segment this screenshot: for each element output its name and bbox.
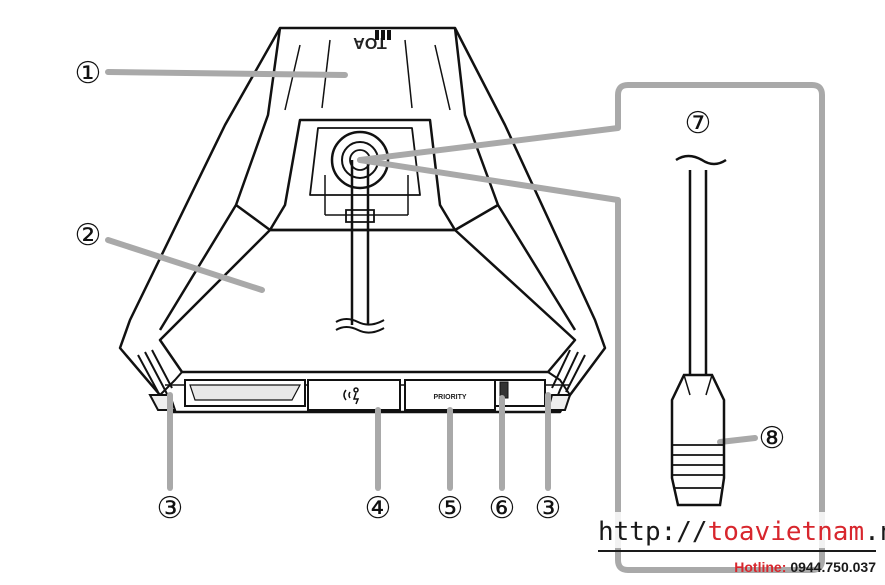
gooseneck-stem xyxy=(335,160,385,334)
zoom-frame xyxy=(615,82,825,573)
watermark: http://toavietnam.net Hotline:0944.750.0… xyxy=(596,512,885,575)
callout-8: ⑧ xyxy=(759,421,786,456)
svg-text:http://toavietnam.net: http://toavietnam.net xyxy=(598,517,885,547)
leader-lines xyxy=(105,69,758,491)
hotline-number: 0944.750.037 xyxy=(790,559,876,575)
svg-text:Hotline:0944.750.037: Hotline:0944.750.037 xyxy=(734,559,876,575)
callout-5: ⑤ xyxy=(437,491,464,526)
watermark-url-main: toavietnam xyxy=(708,517,865,547)
callout-7: ⑦ xyxy=(685,106,712,141)
callout-4: ④ xyxy=(365,491,392,526)
watermark-url-suffix: .net xyxy=(864,517,885,547)
callout-3-left: ③ xyxy=(157,491,184,526)
hotline-label: Hotline: xyxy=(734,559,786,575)
callout-3-right: ③ xyxy=(535,491,562,526)
side-feet xyxy=(137,349,586,411)
detached-microphone xyxy=(670,154,727,507)
priority-label: PRIORITY xyxy=(433,394,466,401)
callout-labels: ① ② ③ ④ ⑤ ⑥ ③ ⑦ ⑧ xyxy=(75,56,786,526)
toa-logo-icon xyxy=(375,30,391,40)
microphone-base xyxy=(118,26,607,414)
mic-socket-housing xyxy=(268,118,457,232)
talk-icon xyxy=(343,387,360,405)
watermark-url-prefix: http:// xyxy=(598,517,708,547)
priority-button xyxy=(404,379,496,411)
callout-6: ⑥ xyxy=(489,491,516,526)
talk-button xyxy=(307,379,401,411)
callout-2: ② xyxy=(75,218,102,253)
callout-1: ① xyxy=(75,56,102,91)
front-button-strip xyxy=(184,379,546,411)
